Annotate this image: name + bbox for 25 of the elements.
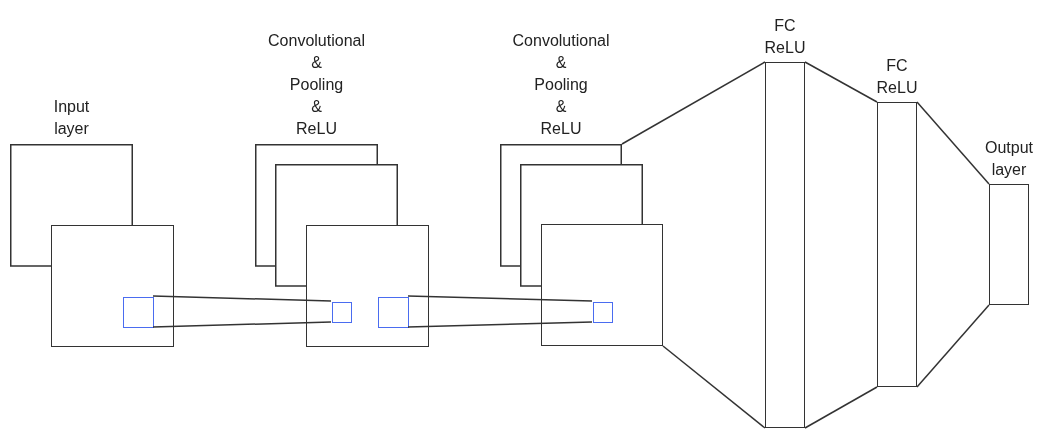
feature-map bbox=[306, 225, 429, 347]
layer-label: FC ReLU bbox=[764, 16, 806, 58]
connector-line bbox=[804, 386, 878, 429]
connector-line bbox=[804, 61, 878, 103]
connector-line bbox=[916, 101, 990, 185]
kernel-window bbox=[593, 302, 613, 323]
kernel-window bbox=[332, 302, 352, 323]
kernel-window bbox=[123, 297, 154, 328]
feature-map bbox=[541, 224, 663, 346]
kernel-window bbox=[378, 297, 409, 328]
connector-line bbox=[152, 321, 332, 328]
connector-line bbox=[621, 61, 766, 145]
feature-map bbox=[520, 164, 643, 286]
connector-line bbox=[407, 295, 593, 302]
layer-label: Convolutional & Pooling & ReLU bbox=[512, 31, 610, 139]
layer-label: FC ReLU bbox=[876, 56, 918, 98]
connector-line bbox=[916, 304, 990, 388]
layer-label: Input layer bbox=[53, 97, 90, 139]
feature-map bbox=[51, 225, 174, 347]
connector-line bbox=[407, 321, 593, 328]
connector-line bbox=[152, 295, 332, 302]
layer-label: Output layer bbox=[985, 138, 1033, 180]
connector-line bbox=[662, 345, 766, 429]
layer-label: Convolutional & Pooling & ReLU bbox=[268, 31, 365, 139]
feature-map bbox=[275, 164, 398, 286]
